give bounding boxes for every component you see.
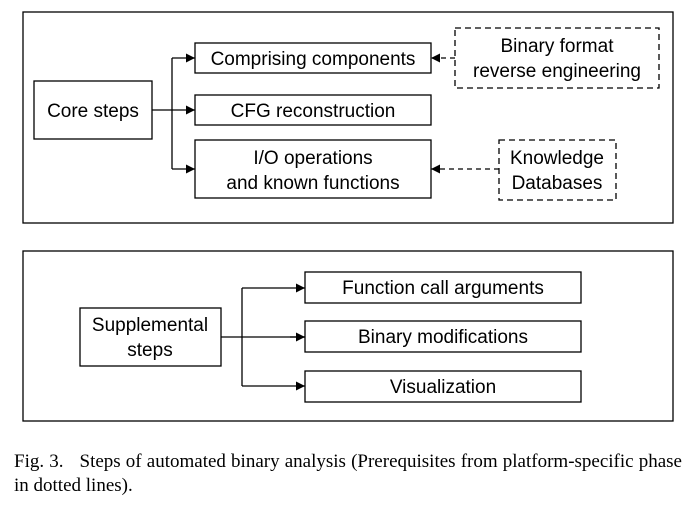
- supplemental-steps-line1: Supplemental: [92, 315, 208, 336]
- supplemental-connectors: [221, 283, 305, 391]
- caption-text: Steps of automated binary analysis (Prer…: [14, 451, 682, 496]
- binary-modifications-node: Binary modifications: [304, 320, 582, 353]
- visualization-label: Visualization: [390, 377, 496, 398]
- comprising-components-label: Comprising components: [211, 49, 416, 70]
- io-operations-line1: I/O operations: [253, 148, 372, 169]
- function-call-arguments-node: Function call arguments: [304, 271, 582, 304]
- binary-format-line2: reverse engineering: [473, 61, 641, 82]
- cfg-reconstruction-label: CFG reconstruction: [231, 101, 396, 122]
- supplemental-steps-node: Supplemental steps: [79, 307, 222, 367]
- comprising-components-node: Comprising components: [194, 42, 432, 74]
- knowledge-databases-line1: Knowledge: [510, 148, 604, 169]
- io-operations-line2: and known functions: [226, 173, 399, 194]
- binary-format-line1: Binary format: [501, 36, 615, 57]
- core-group-frame: [22, 11, 674, 224]
- knowledge-databases-prereq-node: Knowledge Databases: [498, 139, 617, 201]
- knowledge-databases-line2: Databases: [512, 173, 603, 194]
- visualization-node: Visualization: [304, 370, 582, 403]
- core-steps-label: Core steps: [47, 101, 139, 122]
- function-call-arguments-label: Function call arguments: [342, 278, 544, 299]
- caption-label: Fig. 3.: [14, 451, 64, 472]
- io-operations-node: I/O operations and known functions: [194, 139, 432, 199]
- supplemental-group-frame: [22, 250, 674, 422]
- binary-format-prereq-node: Binary format reverse engineering: [454, 27, 660, 89]
- supplemental-steps-line2: steps: [127, 340, 172, 361]
- binary-modifications-label: Binary modifications: [358, 327, 528, 348]
- core-steps-node: Core steps: [33, 80, 153, 140]
- figure-caption: Fig. 3.Steps of automated binary analysi…: [14, 450, 682, 498]
- cfg-reconstruction-node: CFG reconstruction: [194, 94, 432, 126]
- core-connectors: [152, 53, 195, 174]
